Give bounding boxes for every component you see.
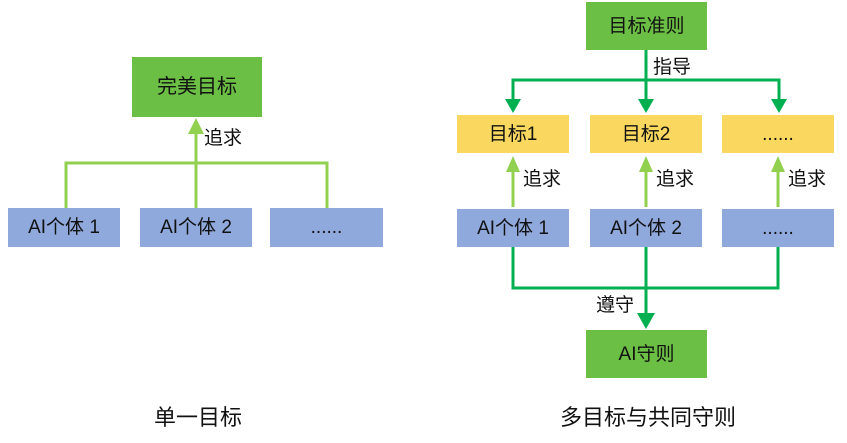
right-pursue-edge-label-2: 追求 bbox=[656, 169, 695, 190]
right-guide-connector bbox=[505, 50, 787, 113]
node-right-ai-agent-2: AI个体 2 bbox=[590, 209, 702, 247]
node-ai-rules: AI守则 bbox=[586, 330, 707, 378]
left-pursue-edge-label: 追求 bbox=[204, 128, 243, 149]
node-left-ai-agent-1: AI个体 1 bbox=[8, 208, 120, 247]
left-pursue-connector bbox=[64, 118, 329, 208]
left-caption: 单一目标 bbox=[153, 405, 243, 430]
right-obey-edge-label: 遵守 bbox=[596, 295, 635, 316]
right-pursue-edge-label-1: 追求 bbox=[523, 169, 562, 190]
node-right-ai-agent-1: AI个体 1 bbox=[457, 209, 569, 247]
node-left-ai-agent-2: AI个体 2 bbox=[140, 208, 252, 247]
right-obey-connector bbox=[511, 247, 780, 329]
right-guide-edge-label: 指导 bbox=[653, 57, 692, 78]
right-pursue-connectors bbox=[506, 156, 785, 207]
node-right-ai-agent-etc: ...... bbox=[722, 209, 834, 247]
node-left-ai-agent-etc: ...... bbox=[270, 208, 383, 247]
node-goal-2: 目标2 bbox=[590, 115, 702, 153]
right-pursue-edge-label-3: 追求 bbox=[788, 169, 827, 190]
node-goal-principles: 目标准则 bbox=[586, 2, 707, 50]
node-goal-1: 目标1 bbox=[457, 115, 569, 153]
right-caption: 多目标与共同守则 bbox=[559, 405, 737, 430]
node-perfect-goal: 完美目标 bbox=[132, 57, 262, 117]
node-goal-etc: ...... bbox=[722, 115, 834, 153]
